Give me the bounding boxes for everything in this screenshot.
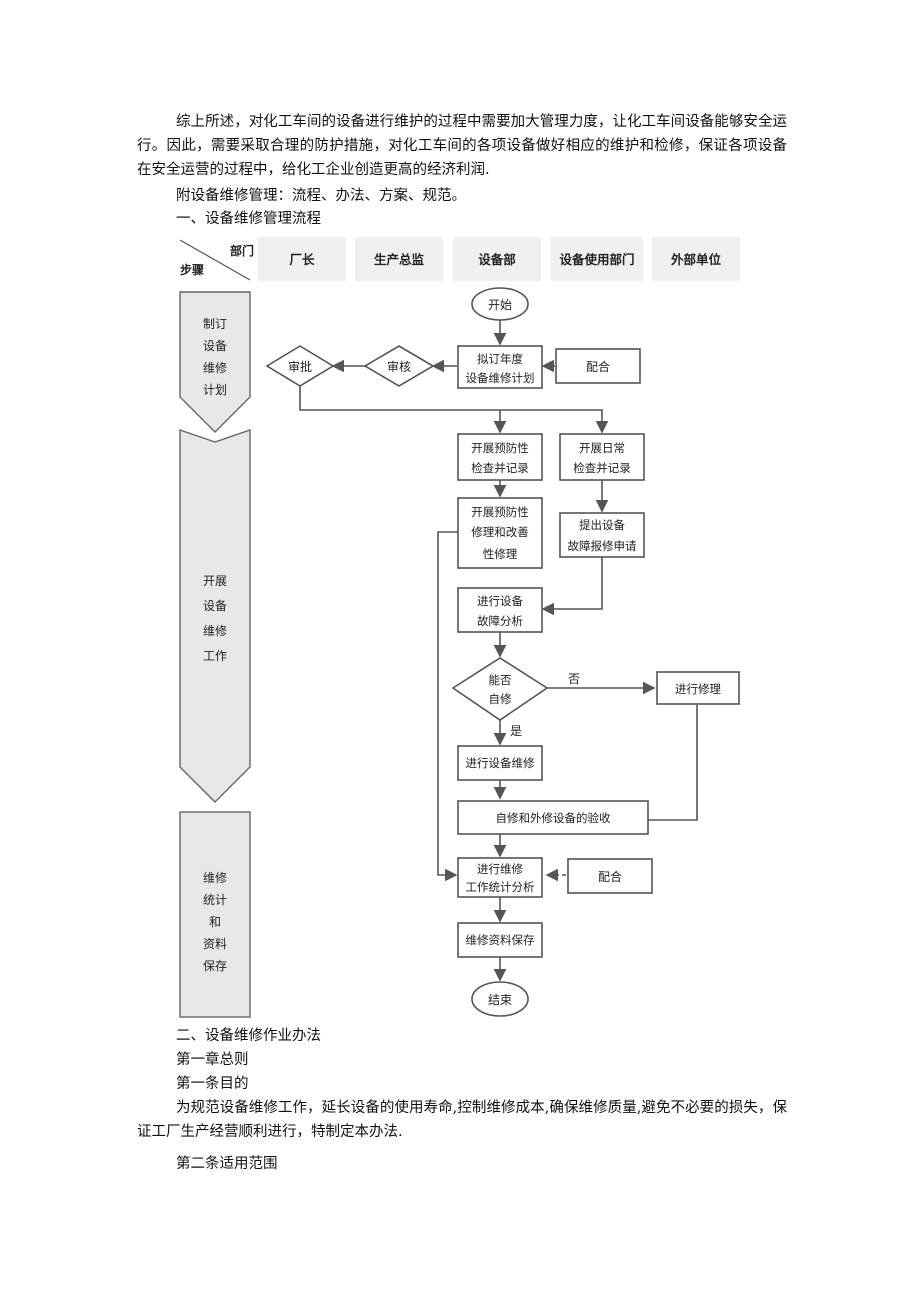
svg-text:和: 和 bbox=[209, 915, 221, 929]
node-daily-check bbox=[559, 433, 645, 481]
heading-article1: 第一条目的 bbox=[176, 1076, 249, 1092]
svg-text:资料: 资料 bbox=[203, 937, 227, 951]
node-external-repair-label: 进行修理 bbox=[675, 682, 721, 696]
node-statistics-line1: 进行维修 bbox=[477, 862, 523, 876]
svg-text:保存: 保存 bbox=[203, 959, 227, 973]
step-shape-statistics bbox=[179, 811, 251, 1018]
node-external-repair bbox=[656, 671, 740, 705]
column-header-bg-user-dept bbox=[551, 237, 643, 281]
svg-text:设备: 设备 bbox=[203, 339, 227, 353]
node-fault-report bbox=[559, 512, 645, 558]
node-self-repair-decision bbox=[451, 657, 549, 721]
node-statistics bbox=[457, 857, 543, 898]
svg-text:维修: 维修 bbox=[203, 623, 227, 638]
paragraph-summary: 综上所述，对化工车间的设备进行维护的过程中需要加大管理力度，让化工车间设备能够安… bbox=[137, 114, 787, 178]
node-statistics-line2: 工作统计分析 bbox=[466, 880, 535, 894]
node-approve bbox=[265, 345, 335, 387]
node-draft-plan bbox=[457, 345, 543, 389]
corner-dept-label: 部门 bbox=[230, 243, 254, 258]
node-start-label: 开始 bbox=[488, 298, 512, 312]
heading-chapter1: 第一章总则 bbox=[176, 1052, 249, 1068]
node-review-label: 审核 bbox=[387, 359, 411, 374]
step-shape-plan bbox=[179, 291, 251, 433]
column-header-bg-equipment-dept bbox=[453, 237, 541, 281]
node-preventive-repair-line2: 修理和改善 bbox=[471, 525, 529, 539]
node-cooperate-bottom bbox=[567, 858, 653, 894]
node-acceptance bbox=[457, 800, 649, 835]
heading-article2: 第二条适用范围 bbox=[176, 1156, 278, 1172]
node-acceptance-label: 自修和外修设备的验收 bbox=[496, 811, 611, 825]
column-header-bg-external-unit bbox=[652, 237, 740, 281]
node-cooperate-top bbox=[555, 348, 641, 384]
node-daily-check-line1: 开展日常 bbox=[579, 441, 625, 455]
node-fault-analysis bbox=[457, 587, 543, 633]
node-self-repair bbox=[457, 745, 543, 781]
heading-process: 一、设备维修管理流程 bbox=[176, 211, 321, 227]
node-fault-report-line1: 提出设备 bbox=[579, 518, 625, 532]
edge-label-yes: 是 bbox=[510, 724, 522, 738]
svg-text:工作: 工作 bbox=[203, 649, 227, 663]
column-header-factory-director: 厂长 bbox=[289, 252, 315, 267]
column-header-external-unit: 外部单位 bbox=[670, 252, 722, 267]
svg-text:设备: 设备 bbox=[203, 599, 227, 613]
node-preventive-check bbox=[457, 433, 543, 481]
flowchart-corner: 部门 步骤 bbox=[179, 239, 254, 281]
column-header-bg-factory-director bbox=[258, 237, 346, 281]
svg-text:开展: 开展 bbox=[203, 574, 227, 588]
step-shape-execute bbox=[179, 429, 251, 803]
node-approve-label: 审批 bbox=[288, 359, 312, 374]
corner-step-label: 步骤 bbox=[180, 262, 204, 277]
node-fault-analysis-line2: 故障分析 bbox=[477, 614, 523, 628]
svg-text:制订: 制订 bbox=[203, 317, 227, 331]
node-preventive-repair bbox=[457, 497, 543, 569]
column-header-equipment-dept: 设备部 bbox=[478, 252, 516, 267]
svg-text:统计: 统计 bbox=[203, 893, 227, 907]
svg-text:计划: 计划 bbox=[203, 383, 227, 397]
column-header-bg-production-director bbox=[355, 237, 443, 281]
node-start bbox=[471, 287, 529, 321]
node-preventive-check-line1: 开展预防性 bbox=[471, 441, 529, 455]
column-header-user-dept: 设备使用部门 bbox=[559, 252, 634, 267]
node-archive bbox=[457, 922, 543, 958]
heading-method: 二、设备维修作业办法 bbox=[176, 1028, 321, 1044]
node-draft-plan-line2: 设备维修计划 bbox=[466, 371, 535, 385]
node-fault-analysis-line1: 进行设备 bbox=[477, 594, 523, 608]
node-preventive-check-line2: 检查并记录 bbox=[471, 461, 529, 475]
node-fault-report-line2: 故障报修申请 bbox=[568, 539, 637, 553]
node-self-repair-label: 进行设备维修 bbox=[466, 756, 535, 770]
node-end bbox=[471, 981, 529, 1017]
column-header-production-director: 生产总监 bbox=[374, 252, 425, 267]
edge-label-no: 否 bbox=[568, 672, 580, 686]
node-preventive-repair-line3: 性修理 bbox=[483, 547, 518, 561]
paragraph-appendix: 附设备维修管理：流程、办法、方案、规范。 bbox=[176, 188, 466, 204]
node-draft-plan-line1: 拟订年度 bbox=[477, 352, 523, 366]
node-decision-line2: 自修 bbox=[489, 692, 512, 706]
node-daily-check-line2: 检查并记录 bbox=[573, 461, 631, 475]
node-preventive-repair-line1: 开展预防性 bbox=[471, 505, 529, 519]
node-cooperate-top-label: 配合 bbox=[586, 359, 610, 374]
node-cooperate-bottom-label: 配合 bbox=[598, 869, 622, 884]
node-end-label: 结束 bbox=[488, 993, 512, 1007]
paragraph-purpose: 为规范设备维修工作，延长设备的使用寿命,控制维修成本,确保维修质量,避免不必要的… bbox=[137, 1100, 787, 1140]
node-decision-line1: 能否 bbox=[489, 673, 512, 687]
svg-text:维修: 维修 bbox=[203, 870, 227, 885]
node-review bbox=[363, 345, 435, 387]
svg-text:维修: 维修 bbox=[203, 360, 227, 375]
node-archive-label: 维修资料保存 bbox=[466, 933, 535, 947]
